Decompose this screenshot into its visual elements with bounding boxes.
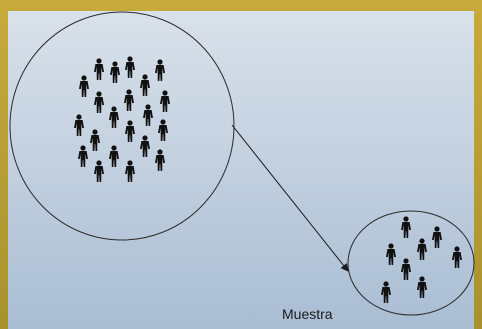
population-circle xyxy=(9,11,235,241)
person-icon xyxy=(109,106,119,128)
sample-label: Muestra xyxy=(282,306,333,322)
person-icon xyxy=(381,281,391,303)
person-icon xyxy=(110,61,120,83)
person-icon xyxy=(432,226,442,248)
person-icon xyxy=(125,120,135,142)
diagram-panel xyxy=(8,11,474,329)
sample-circle xyxy=(347,210,475,316)
person-icon xyxy=(417,238,427,260)
person-icon xyxy=(74,114,84,136)
person-icon xyxy=(155,149,165,171)
person-icon xyxy=(78,145,88,167)
person-icon xyxy=(452,246,462,268)
person-icon xyxy=(401,258,411,280)
person-icon xyxy=(94,91,104,113)
person-icon xyxy=(125,56,135,78)
person-icon xyxy=(109,145,119,167)
person-icon xyxy=(125,160,135,182)
person-icon xyxy=(140,135,150,157)
person-icon xyxy=(143,104,153,126)
person-icon xyxy=(140,74,150,96)
person-icon xyxy=(386,243,396,265)
person-icon xyxy=(401,216,411,238)
arrow-icon xyxy=(231,124,349,272)
population-group xyxy=(74,56,170,182)
person-icon xyxy=(124,89,134,111)
person-icon xyxy=(79,75,89,97)
person-icon xyxy=(94,160,104,182)
person-icon xyxy=(94,58,104,80)
person-icon xyxy=(160,90,170,112)
sample-group xyxy=(381,216,462,303)
person-icon xyxy=(155,59,165,81)
person-icon xyxy=(158,119,168,141)
person-icon xyxy=(90,129,100,151)
person-icon xyxy=(417,276,427,298)
